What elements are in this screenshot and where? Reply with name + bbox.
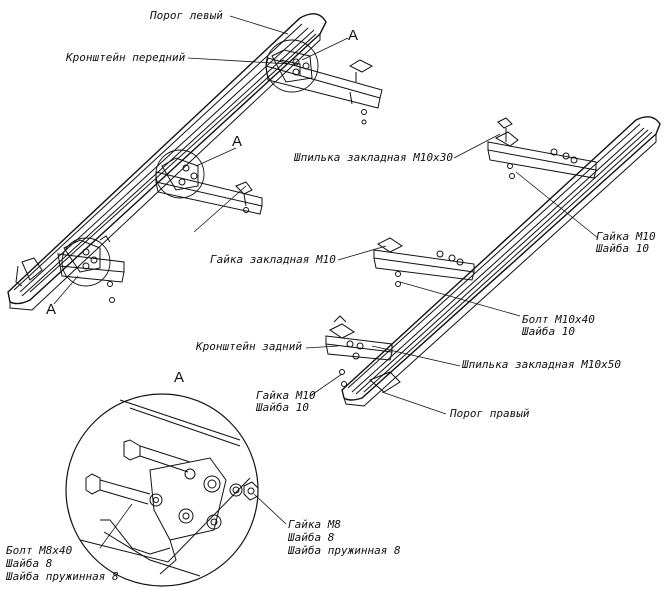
callout-detail-a: A (174, 369, 185, 386)
callout-circle-a1 (266, 40, 318, 92)
label-nut-m10-right: Гайка М10 (596, 230, 656, 243)
label-bolt-m8x40: Болт М8х40 (6, 544, 73, 557)
left-front-bracket (266, 50, 382, 124)
label-sill-right: Порог правый (450, 407, 530, 420)
label-nut-m10-left: Гайка М10 (256, 389, 316, 402)
label-stud-m10x30: Шпилька закладная М10х30 (294, 151, 453, 164)
callout-a3: A (46, 301, 57, 318)
label-bolt-m10x40: Болт М10х40 (522, 313, 595, 326)
label-spring-washer-8: Шайба пружинная 8 (288, 544, 401, 557)
leader-lines (54, 16, 598, 548)
left-rear-bracket (58, 236, 124, 303)
right-middle-bracket (374, 238, 474, 287)
label-washer-10-mid: Шайба 10 (522, 325, 575, 338)
right-rear-bracket (326, 316, 392, 387)
left-sill (8, 14, 326, 310)
label-bracket-front: Кронштейн передний (66, 51, 186, 64)
label-embedded-nut-m10: Гайка закладная М10 (210, 253, 336, 266)
label-washer-10-right: Шайба 10 (596, 242, 649, 255)
label-washer-8: Шайба 8 (288, 531, 335, 544)
right-front-bracket (488, 118, 596, 179)
detail-a-view (66, 394, 258, 586)
label-sill-left: Порог левый (150, 9, 223, 22)
label-bracket-rear: Кронштейн задний (196, 340, 302, 353)
callout-circle-a3 (62, 238, 110, 286)
callout-circle-a2 (156, 150, 204, 198)
label-spring-washer-8-b: Шайба пружинная 8 (6, 570, 119, 583)
label-nut-m8: Гайка М8 (288, 518, 341, 531)
label-washer-10-left: Шайба 10 (256, 401, 309, 414)
callout-a2: A (232, 133, 243, 150)
label-stud-m10x50: Шпилька закладная М10х50 (462, 358, 621, 371)
label-washer-8-b: Шайба 8 (6, 557, 53, 570)
callout-a1: A (348, 27, 359, 44)
